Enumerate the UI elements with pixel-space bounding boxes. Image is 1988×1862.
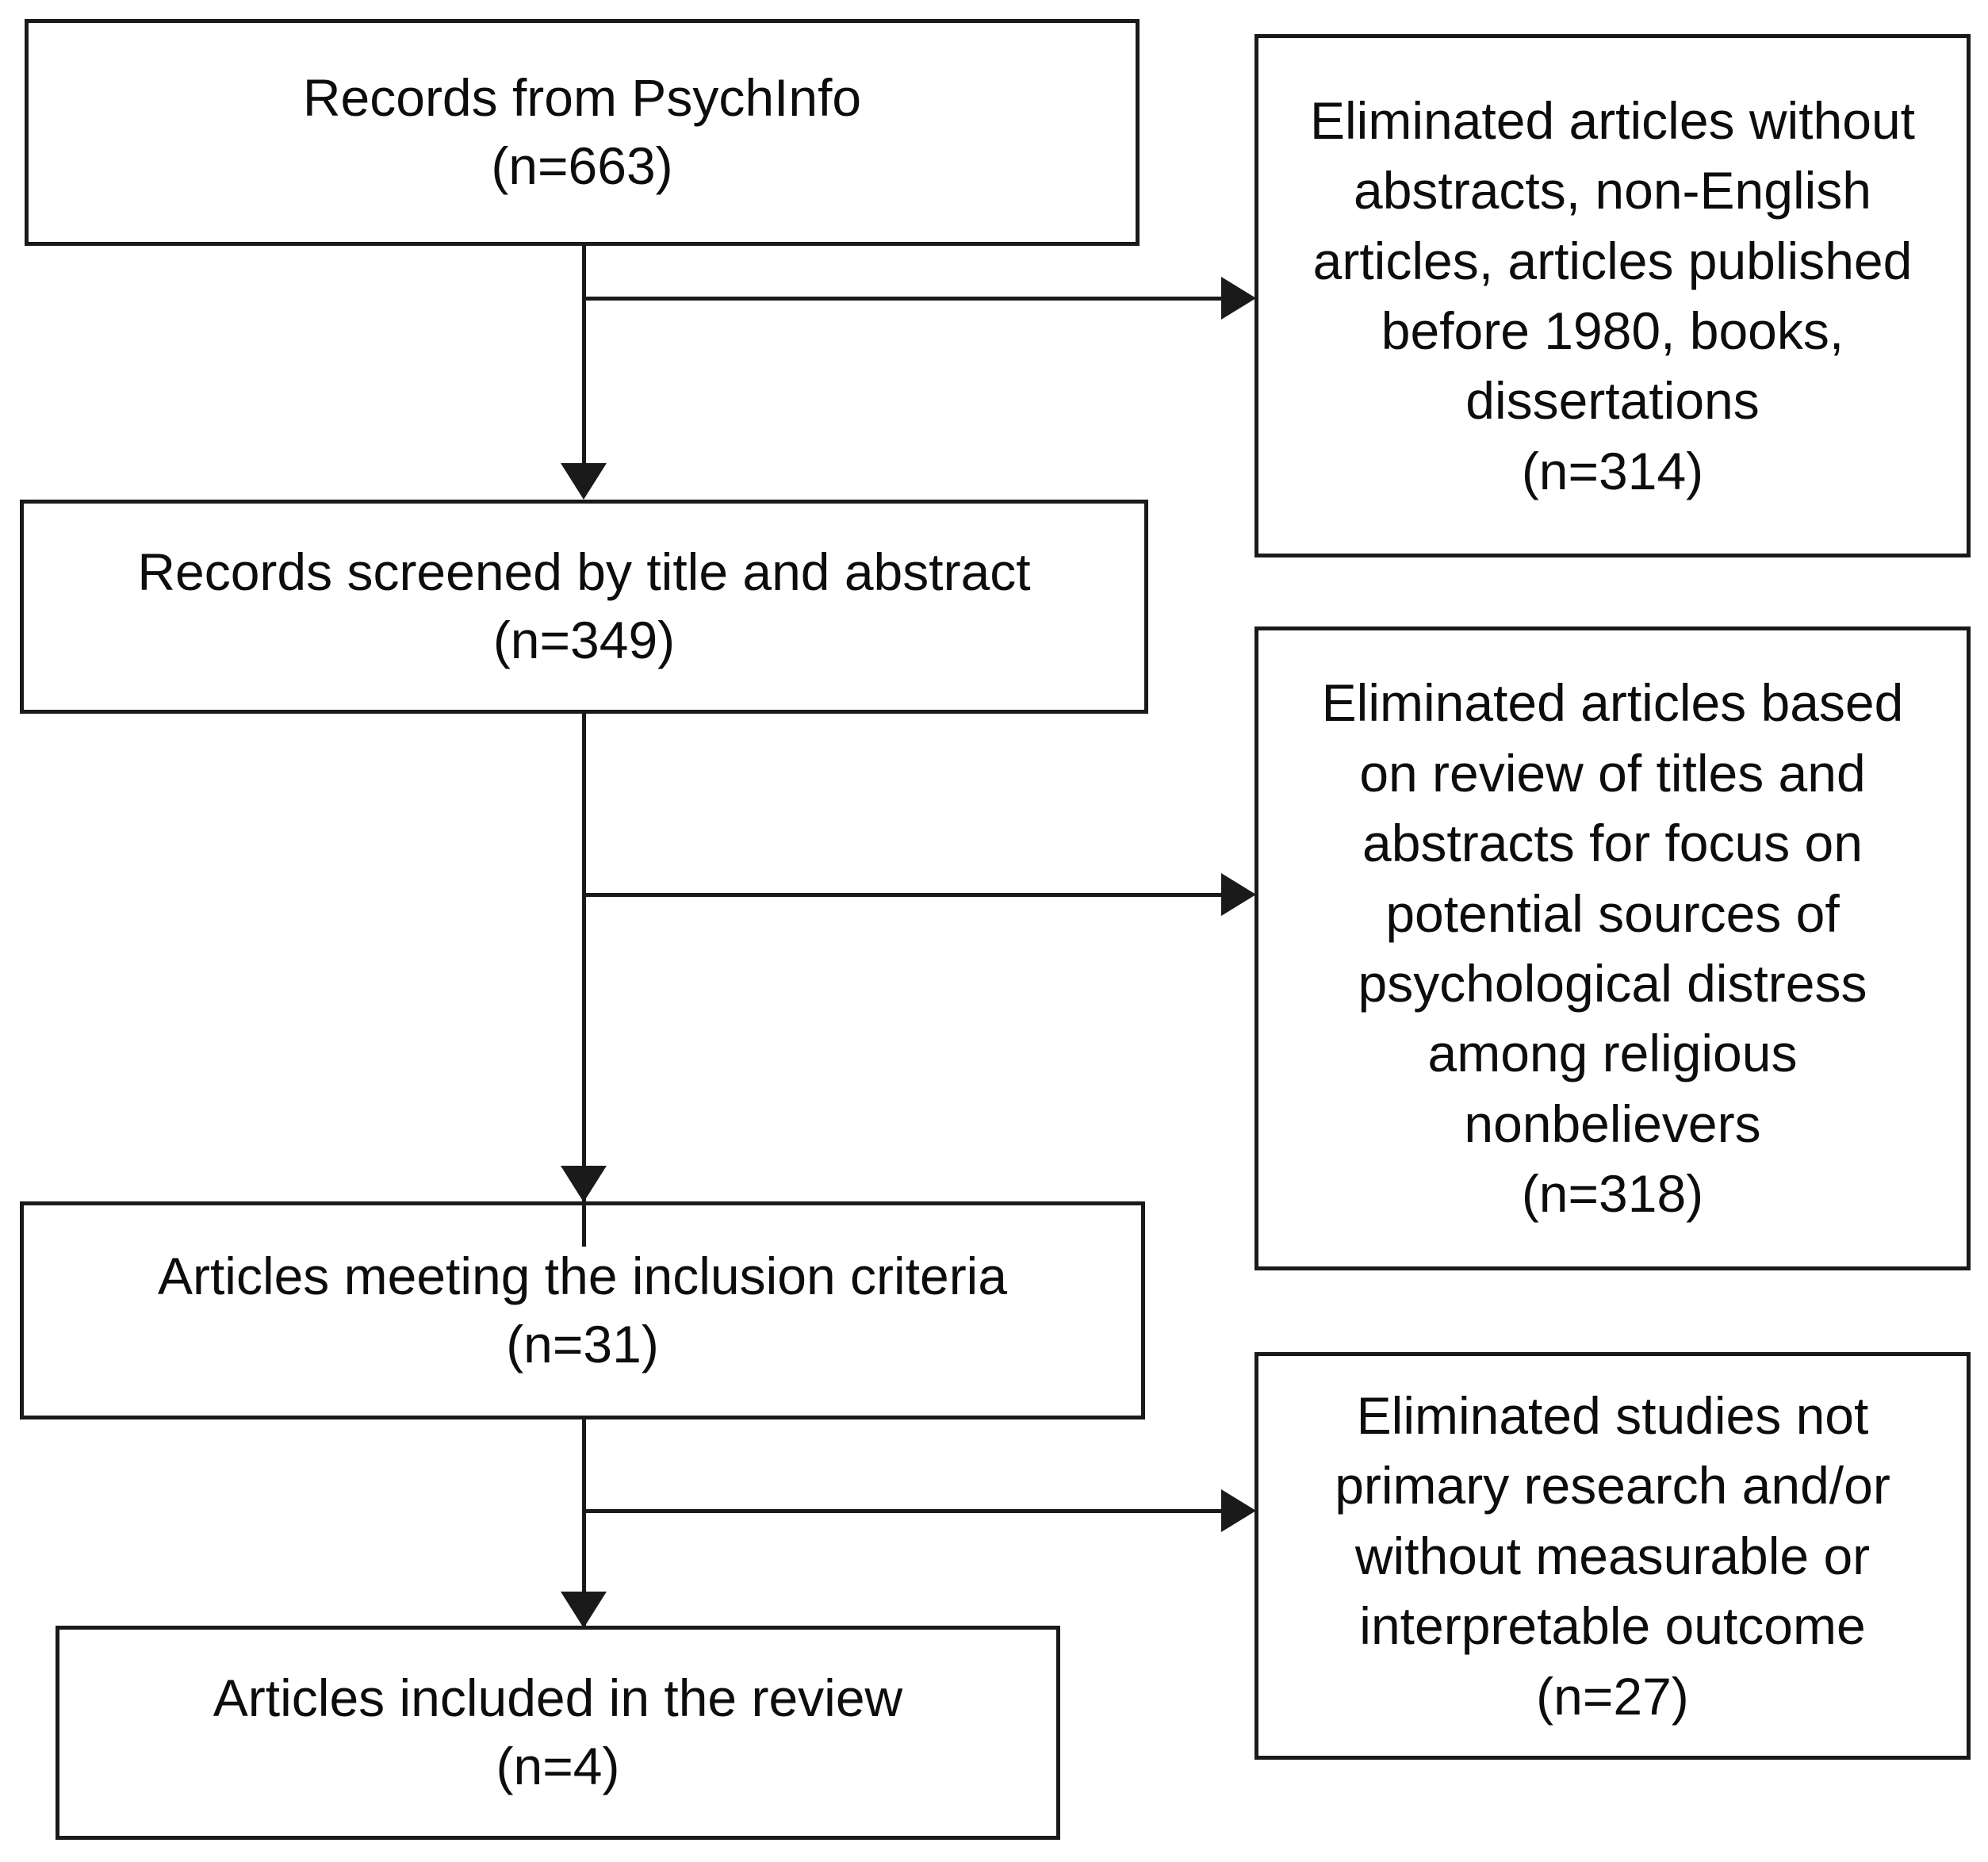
flow-box-articles-meeting-criteria-text: Articles meeting the inclusion criteria … xyxy=(157,1246,1008,1374)
flow-box-records-identified: Records from PsychInfo (n=663) xyxy=(25,19,1140,246)
exclusion-box-no-abstract-text: Eliminated articles without abstracts, n… xyxy=(1310,90,1915,500)
connector-identified-to-screened-line xyxy=(582,246,586,465)
exclusion-box-title-abstract-review: Eliminated articles based on review of t… xyxy=(1254,626,1971,1270)
flow-box-articles-included-text: Articles included in the review (n=4) xyxy=(213,1669,903,1795)
exclusion-box-title-abstract-review-text: Eliminated articles based on review of t… xyxy=(1321,673,1904,1224)
connector-screened-to-excluded-2-line xyxy=(582,893,1224,897)
connector-identified-to-screened-arrowhead xyxy=(561,463,607,500)
connector-screened-to-criteria-arrowhead xyxy=(561,1166,607,1202)
exclusion-box-no-abstract: Eliminated articles without abstracts, n… xyxy=(1254,34,1971,557)
flow-box-records-screened: Records screened by title and abstract (… xyxy=(20,500,1148,714)
connector-screened-to-criteria-line xyxy=(582,714,586,1247)
connector-criteria-to-included-arrowhead xyxy=(561,1592,607,1628)
connector-criteria-to-included-line xyxy=(582,1419,586,1630)
connector-identified-to-excluded-1-line xyxy=(582,297,1224,301)
connector-criteria-to-excluded-3-line xyxy=(582,1509,1224,1513)
flow-box-articles-included: Articles included in the review (n=4) xyxy=(56,1626,1060,1840)
exclusion-box-not-primary-research-text: Eliminated studies not primary research … xyxy=(1335,1385,1890,1726)
flow-box-records-screened-text: Records screened by title and abstract (… xyxy=(137,542,1031,669)
flow-box-records-identified-text: Records from PsychInfo (n=663) xyxy=(302,68,862,195)
connector-screened-to-excluded-2-arrowhead xyxy=(1221,873,1256,916)
connector-identified-to-excluded-1-arrowhead xyxy=(1221,277,1256,320)
connector-criteria-to-excluded-3-arrowhead xyxy=(1221,1489,1256,1532)
exclusion-box-not-primary-research: Eliminated studies not primary research … xyxy=(1254,1352,1971,1760)
